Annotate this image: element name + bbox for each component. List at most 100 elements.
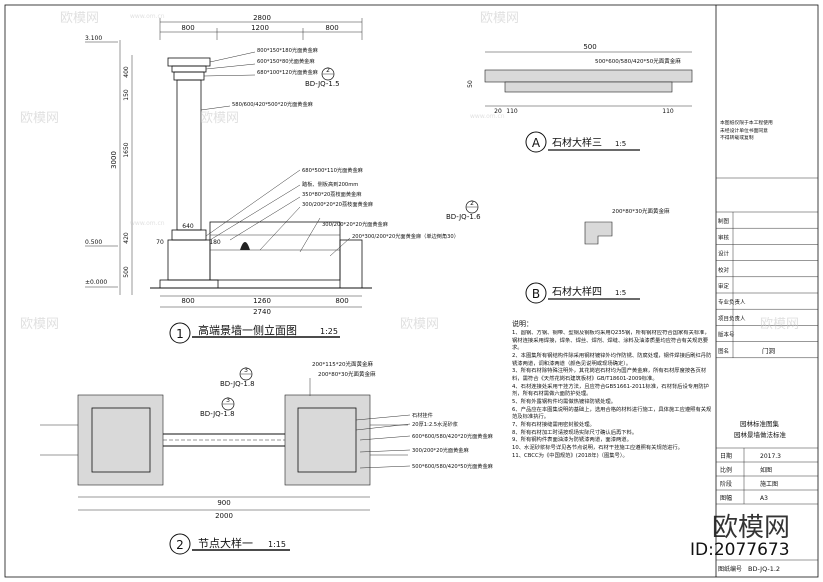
stamp-line: 本图纸仅限于本工程使用	[720, 121, 773, 126]
node-callout-right-3: 600*600/580/420*20光面黄金麻	[412, 432, 494, 440]
detail-a-scale: 1:5	[615, 140, 626, 148]
watermark-brand-large: 欧模网	[712, 513, 790, 543]
detail-a-callout: 500*600/580/420*50光面黄金麻	[595, 57, 681, 65]
callout-10: 200*300/200*20光面黄金麻（单边倒角30）	[352, 232, 459, 240]
dim-mid-180: 180	[209, 239, 221, 246]
watermark-brand-7: 欧模网	[760, 317, 799, 332]
callout-4: 580/600/420*500*20光面黄金麻	[232, 100, 314, 108]
node-title: 节点大样一	[198, 536, 253, 550]
stamp-line: 未经设计单位书面同意	[720, 128, 768, 134]
watermark-url-3: www.om.cn	[470, 113, 505, 120]
tb-date-label: 日期	[720, 452, 732, 460]
dim-left-150: 150	[123, 89, 130, 101]
tb-book-title-1: 园林标准图集	[740, 419, 780, 428]
node-callout-right-4: 300/200*20光面黄金麻	[412, 446, 469, 454]
level-top: 3.100	[85, 35, 102, 42]
callout-2: 600*150*80光面黄金麻	[257, 57, 315, 65]
note-item: 2、本图集所有钢结构件除采用钢材镀锌外均作防锈、防腐处理，钢件焊接后刷红丹防锈漆…	[512, 353, 712, 367]
dim-left-3000: 3000	[110, 151, 118, 169]
tb-code-label: 图纸编号	[718, 565, 742, 573]
note-item: 8、所有石材加工时请按现场实际尺寸确认后再下料。	[512, 429, 638, 436]
notes-block: 1、圆钢、方钢、钢带、型钢及钢板均采用Q235钢，所有钢材应符合国家有关标准，钢…	[512, 330, 712, 459]
node-callout-right-2: 20厚1:2.5水泥砂浆	[412, 420, 458, 428]
node-scale: 1:15	[268, 540, 286, 549]
watermark-brand-2: 欧模网	[480, 11, 519, 26]
tb-scale-value: 如图	[760, 466, 772, 474]
elevation-scale: 1:25	[320, 327, 338, 336]
dim-left-1650: 1650	[123, 142, 130, 157]
dim-left-420: 420	[123, 232, 130, 244]
tb-row-label: 图名	[718, 347, 729, 355]
note-item: 9、所有钢构件表面油漆为防锈漆两道，面漆两道。	[512, 437, 632, 444]
watermark-brand-4: 欧模网	[200, 111, 239, 126]
tb-scale-label: 比例	[720, 466, 732, 474]
note-item: 6、产品应在本图集说明的基础上，选用合格的材料进行施工，具体施工应遵照有关规范及…	[512, 406, 712, 421]
detail-a-dim-20: 20	[494, 108, 502, 115]
tb-book-title-2: 园林景墙做法标准	[734, 430, 787, 439]
dim-bottom-c: 800	[335, 297, 348, 305]
dim-top-b: 1200	[251, 24, 269, 32]
ornament-icon	[240, 242, 250, 250]
level-mid: 0.500	[85, 239, 102, 246]
node-callout-top-1: 200*115*20光面黄金麻	[312, 360, 373, 368]
dim-bottom-a: 800	[181, 297, 194, 305]
note-item: 1、圆钢、方钢、钢带、型钢及钢板均采用Q235钢，所有钢材应符合国家有关标准，钢…	[512, 330, 710, 352]
notes: 说明：	[512, 319, 533, 328]
callout-3: 680*100*120光面黄金麻	[257, 68, 319, 76]
dim-bottom-b: 1260	[253, 297, 271, 305]
note-item: 7、所有石材接缝需用密封胶处理。	[512, 422, 595, 429]
node-callout-top-2: 200*80*30光面黄金麻	[318, 370, 376, 378]
watermark-url-1: www.om.cn	[130, 13, 165, 20]
tb-row-label: 专业负责人	[718, 298, 746, 306]
node-callout-right-5: 500*600/580/420*50光面黄金麻	[412, 462, 494, 470]
node-callout-right-1: 石材挂件	[412, 411, 433, 419]
node-dim-900: 900	[217, 499, 230, 507]
tb-row-label: 审核	[718, 233, 730, 241]
elevation-title-num: 1	[176, 327, 184, 341]
callout-5: 680*500*110光面黄金麻	[302, 166, 364, 174]
elevation-title: 高端景墙一侧立面图	[198, 323, 297, 337]
detail-a-letter: A	[532, 136, 541, 150]
tb-code-value: BD-JQ-1.2	[748, 565, 780, 573]
detail-a-title: 石材大样三	[552, 136, 602, 149]
tb-date-value: 2017.3	[760, 453, 781, 460]
dim-mid-640: 640	[182, 223, 194, 230]
dim-bottom-total: 2740	[253, 308, 271, 316]
callout-6: 踏板、侧板高到200mm	[302, 180, 358, 188]
detail-b-callout: 200*80*30光面黄金麻	[612, 207, 670, 215]
detail-a: 500 500*600/580/420*50光面黄金麻 50 110 110 2…	[467, 43, 693, 153]
ref-bubble-code-2: BD-JQ-1.6	[446, 213, 481, 221]
detail-b-title: 石材大样四	[552, 285, 602, 298]
watermark-id: ID:2077673	[690, 540, 790, 560]
ref-bubble-num: 2	[326, 67, 330, 74]
note-item: 11、CBCC为《中国规范》(2018年)（图集号）。	[512, 452, 628, 459]
watermark-layer: 欧模网 欧模网 欧模网 欧模网 欧模网 欧模网 欧模网 www.om.cn ww…	[20, 11, 799, 560]
dim-top-c: 800	[325, 24, 338, 32]
tb-row-label: 校对	[718, 266, 730, 274]
tb-stage-label: 阶段	[720, 480, 732, 488]
watermark-brand-3: 欧模网	[20, 111, 59, 126]
tb-row-label: 版本号	[718, 331, 735, 339]
node-ref-code-a: BD-JQ-1.8	[220, 380, 255, 388]
detail-b: 200*80*30光面黄金麻 B 石材大样四 1:5	[525, 207, 670, 304]
detail-a-dim-500: 500	[583, 43, 596, 51]
tb-row-label: 设计	[718, 250, 730, 258]
elevation-drawing: 2800 800 1200 800 3.100 400 150 3000 165…	[85, 14, 481, 344]
detail-a-dim-110b: 110	[662, 108, 674, 115]
note-item: 5、所有外露钢构件均需做热镀锌防锈处理。	[512, 399, 617, 406]
level-ground: ±0.000	[85, 279, 107, 286]
node-detail: 3 BD-JQ-1.8 3 BD-JQ-1.8 200*115*20光面黄金麻 …	[40, 360, 494, 555]
detail-b-scale: 1:5	[615, 289, 626, 297]
watermark-url-2: www.om.cn	[130, 220, 165, 227]
dim-left-500: 500	[123, 266, 130, 278]
node-ref-num-a: 3	[244, 367, 248, 374]
detail-a-dim-50: 50	[467, 80, 474, 88]
tb-row-label: 项目负责人	[718, 314, 746, 322]
watermark-brand-5: 欧模网	[20, 317, 59, 332]
tb-size-value: A3	[760, 495, 768, 502]
callout-1: 800*150*180光面黄金麻	[257, 46, 319, 54]
dim-left-400: 400	[123, 66, 130, 78]
detail-a-dim-110a: 110	[506, 108, 518, 115]
callout-8: 300/200*20*20荔枝面黄金麻	[302, 200, 374, 208]
